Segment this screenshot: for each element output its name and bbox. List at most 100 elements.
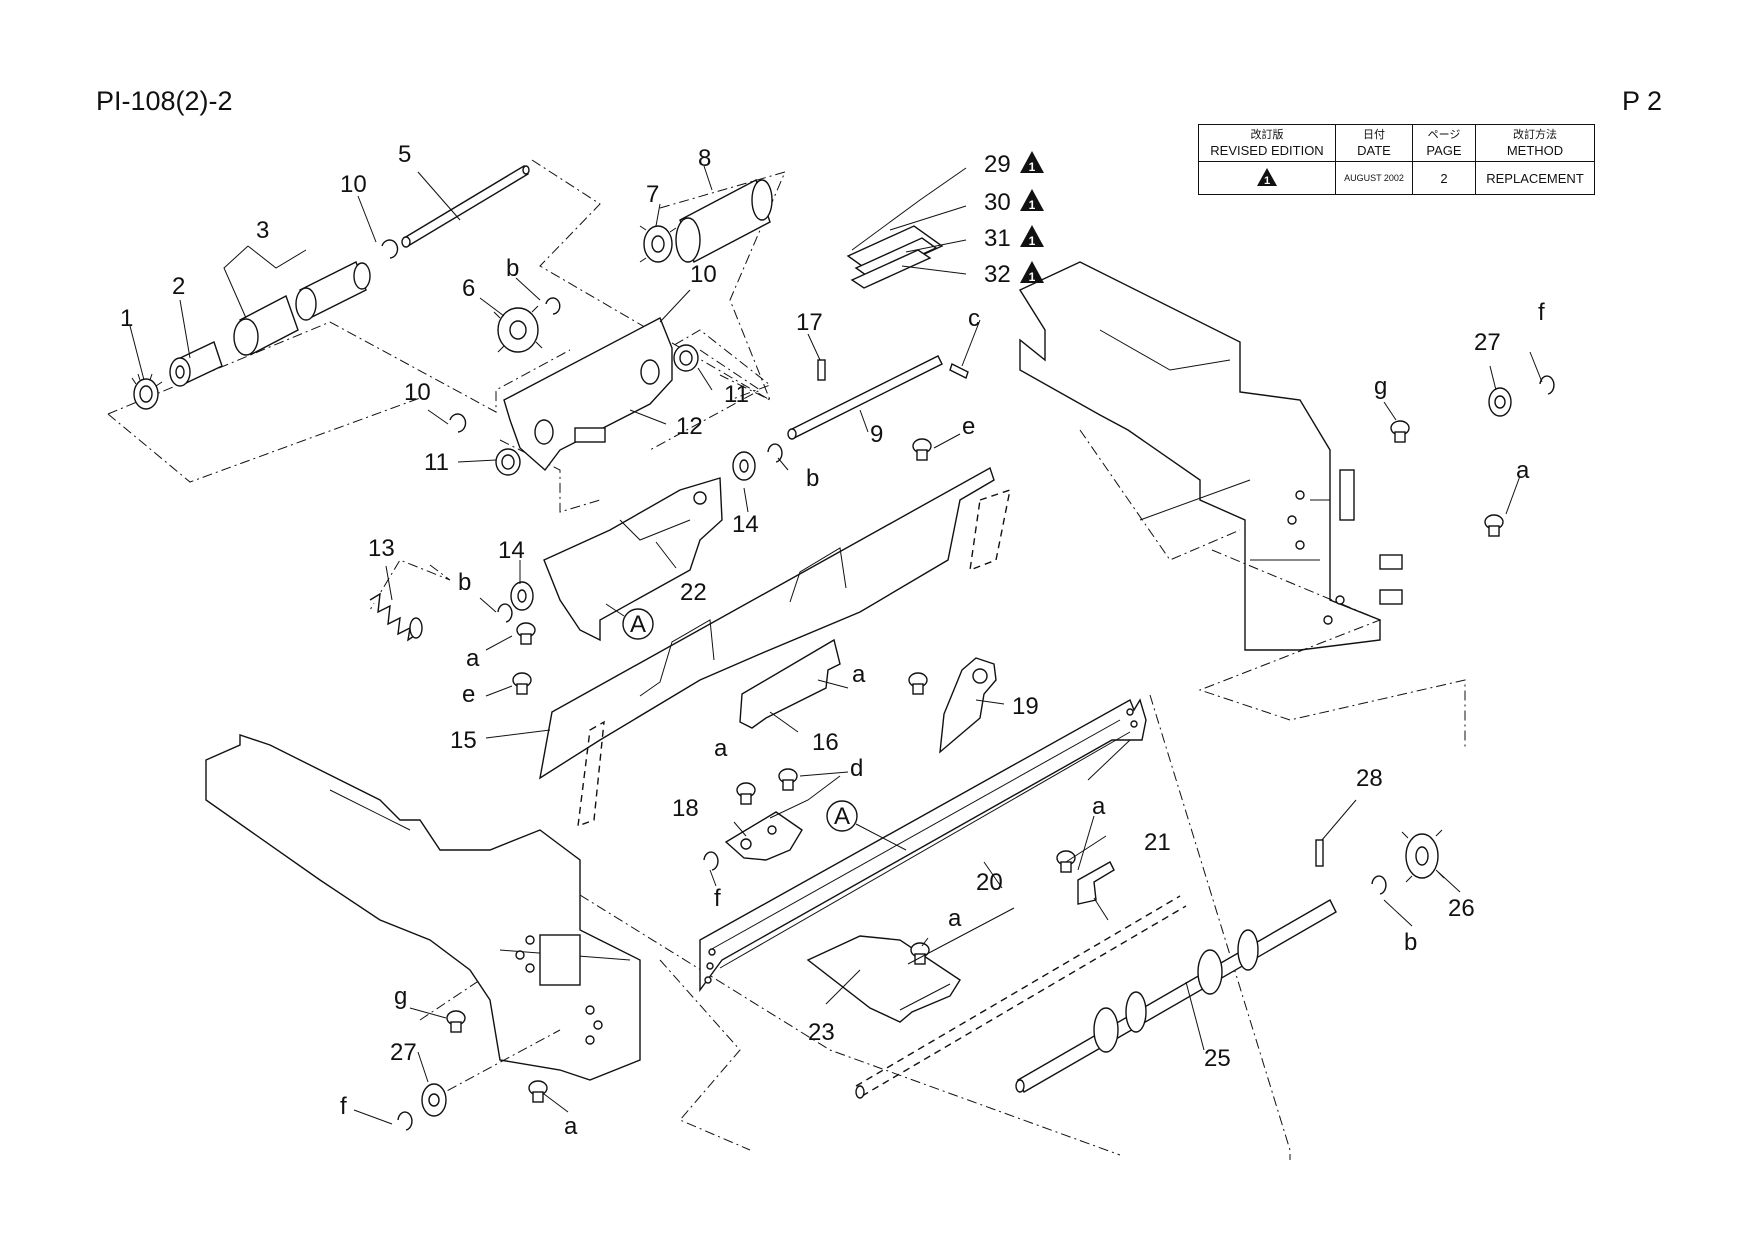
svg-text:1: 1 [1029, 270, 1036, 284]
label-c: c [968, 305, 980, 332]
label-e-1: e [462, 681, 475, 708]
svg-text:1: 1 [1029, 198, 1036, 212]
guide-plate-part-15 [539, 466, 1011, 828]
pin-part-17 [817, 359, 826, 381]
label-f-1: f [1538, 299, 1545, 326]
label-27-a: 27 [1474, 329, 1501, 356]
shaft-part-5 [401, 165, 530, 248]
label-13: 13 [368, 535, 395, 562]
label-15: 15 [450, 727, 477, 754]
revision-triangle-icon: 1 1 1 1 [1020, 151, 1044, 284]
label-f-3: f [340, 1093, 347, 1120]
part-labels: 1 2 3 5 10 6 b 7 8 10 10 11 11 12 13 14 … [120, 141, 1545, 1140]
label-29: 29 [984, 151, 1011, 178]
svg-text:1: 1 [1029, 160, 1036, 174]
svg-text:1: 1 [1264, 175, 1270, 187]
label-17: 17 [796, 309, 823, 336]
label-16: 16 [812, 729, 839, 756]
rev-date-cell: AUGUST 2002 [1335, 161, 1413, 195]
c-rings [397, 375, 1555, 1131]
label-27-b: 27 [390, 1039, 417, 1066]
gear-part-6 [493, 305, 543, 353]
label-7: 7 [646, 181, 659, 208]
spring-part-13 [369, 592, 423, 642]
bushing-part-27 [421, 387, 1512, 1117]
screws [446, 420, 1504, 1103]
label-2: 2 [172, 273, 185, 300]
rev-method-cell: REPLACEMENT [1475, 161, 1595, 195]
left-side-frame [205, 734, 641, 1081]
label-18: 18 [672, 795, 699, 822]
label-f-2: f [714, 885, 721, 912]
svg-text:A: A [834, 803, 850, 830]
revision-triangle-icon: 1 [1257, 167, 1277, 187]
label-10-c: 10 [404, 379, 431, 406]
label-g-1: g [1374, 373, 1387, 400]
washer-part-11 [495, 344, 699, 476]
roller-part-8 [675, 178, 773, 264]
label-a-7: a [564, 1113, 578, 1140]
label-19: 19 [1012, 693, 1039, 720]
rail-part-20 [699, 698, 1147, 993]
label-14-a: 14 [498, 537, 525, 564]
label-26: 26 [1448, 895, 1475, 922]
bracket-part-18 [724, 811, 803, 861]
label-5: 5 [398, 141, 411, 168]
label-11-b: 11 [724, 381, 749, 408]
roller-part-3 [233, 261, 371, 356]
bracket-part-21 [1077, 861, 1115, 921]
bracket-part-22 [543, 477, 723, 642]
label-21: 21 [1144, 829, 1171, 856]
pin-part-28 [1315, 839, 1324, 867]
label-a-1: a [466, 645, 480, 672]
label-10-a: 10 [340, 171, 367, 198]
assembly-lines [107, 159, 1466, 1160]
bracket-part-16 [739, 638, 841, 729]
bracket-part-12 [503, 317, 673, 472]
label-32: 32 [984, 261, 1011, 288]
label-23: 23 [808, 1019, 835, 1046]
pin-c [949, 363, 969, 379]
label-30: 30 [984, 189, 1011, 216]
label-12: 12 [676, 413, 703, 440]
shaft-hidden [855, 895, 1187, 1099]
svg-text:1: 1 [1029, 234, 1036, 248]
label-22: 22 [680, 579, 707, 606]
label-a-2: a [1516, 457, 1530, 484]
leader-lines [129, 165, 1543, 1125]
label-20: 20 [976, 869, 1003, 896]
label-b-2: b [458, 569, 471, 596]
bushing-part-2 [169, 341, 223, 387]
gear-part-7 [639, 225, 677, 263]
label-3: 3 [256, 217, 269, 244]
label-e-2: e [962, 413, 975, 440]
label-25: 25 [1204, 1045, 1231, 1072]
label-a-6: a [948, 905, 962, 932]
gear-part-26 [1401, 829, 1445, 883]
shaft-part-9 [787, 355, 943, 440]
label-a-4: a [714, 735, 728, 762]
label-6: 6 [462, 275, 475, 302]
reference-mark-a: A A [605, 603, 907, 851]
label-8: 8 [698, 145, 711, 172]
rev-edition-cell: 1 [1198, 161, 1336, 195]
label-a-3: a [852, 661, 866, 688]
label-b-3: b [806, 465, 819, 492]
label-11-a: 11 [424, 449, 449, 476]
label-g-2: g [394, 983, 407, 1010]
page-title: PI-108(2)-2 [96, 86, 233, 116]
retaining-ring-b-upper [545, 297, 561, 315]
label-31: 31 [984, 225, 1011, 252]
shaft-part-25 [1015, 899, 1337, 1093]
label-d: d [850, 755, 863, 782]
label-9: 9 [870, 421, 883, 448]
label-b-1: b [506, 255, 519, 282]
page-number: P 2 [1622, 86, 1663, 116]
bushing-part-14 [510, 451, 756, 611]
label-a-5: a [1092, 793, 1106, 820]
label-10-b: 10 [690, 261, 717, 288]
